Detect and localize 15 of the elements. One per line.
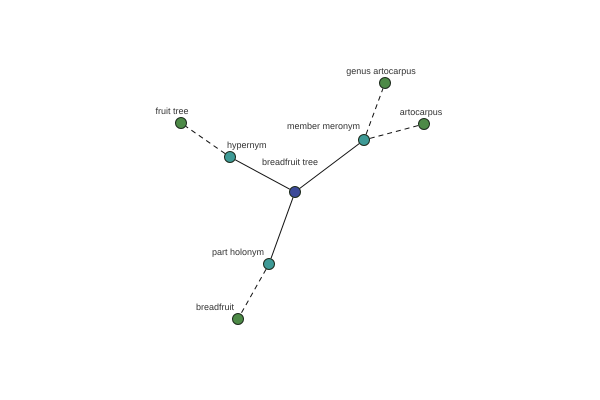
- node-label: breadfruit: [196, 302, 234, 313]
- connector-line: [270, 197, 294, 259]
- node-label: genus artocarpus: [346, 66, 416, 77]
- dashed-connector-line: [185, 126, 226, 154]
- connector-line: [299, 143, 360, 189]
- node-label: hypernym: [227, 140, 267, 151]
- connector-line: [234, 159, 290, 190]
- node-label: member meronym: [286, 121, 360, 132]
- node-label: part holonym: [212, 247, 264, 258]
- node-label: breadfruit tree: [262, 157, 318, 168]
- dashed-connector-line: [369, 125, 419, 139]
- node-label: artocarpus: [400, 107, 442, 118]
- dashed-connector-line: [366, 88, 384, 135]
- dashed-connector-line: [240, 268, 267, 314]
- node-label: fruit tree: [156, 106, 188, 117]
